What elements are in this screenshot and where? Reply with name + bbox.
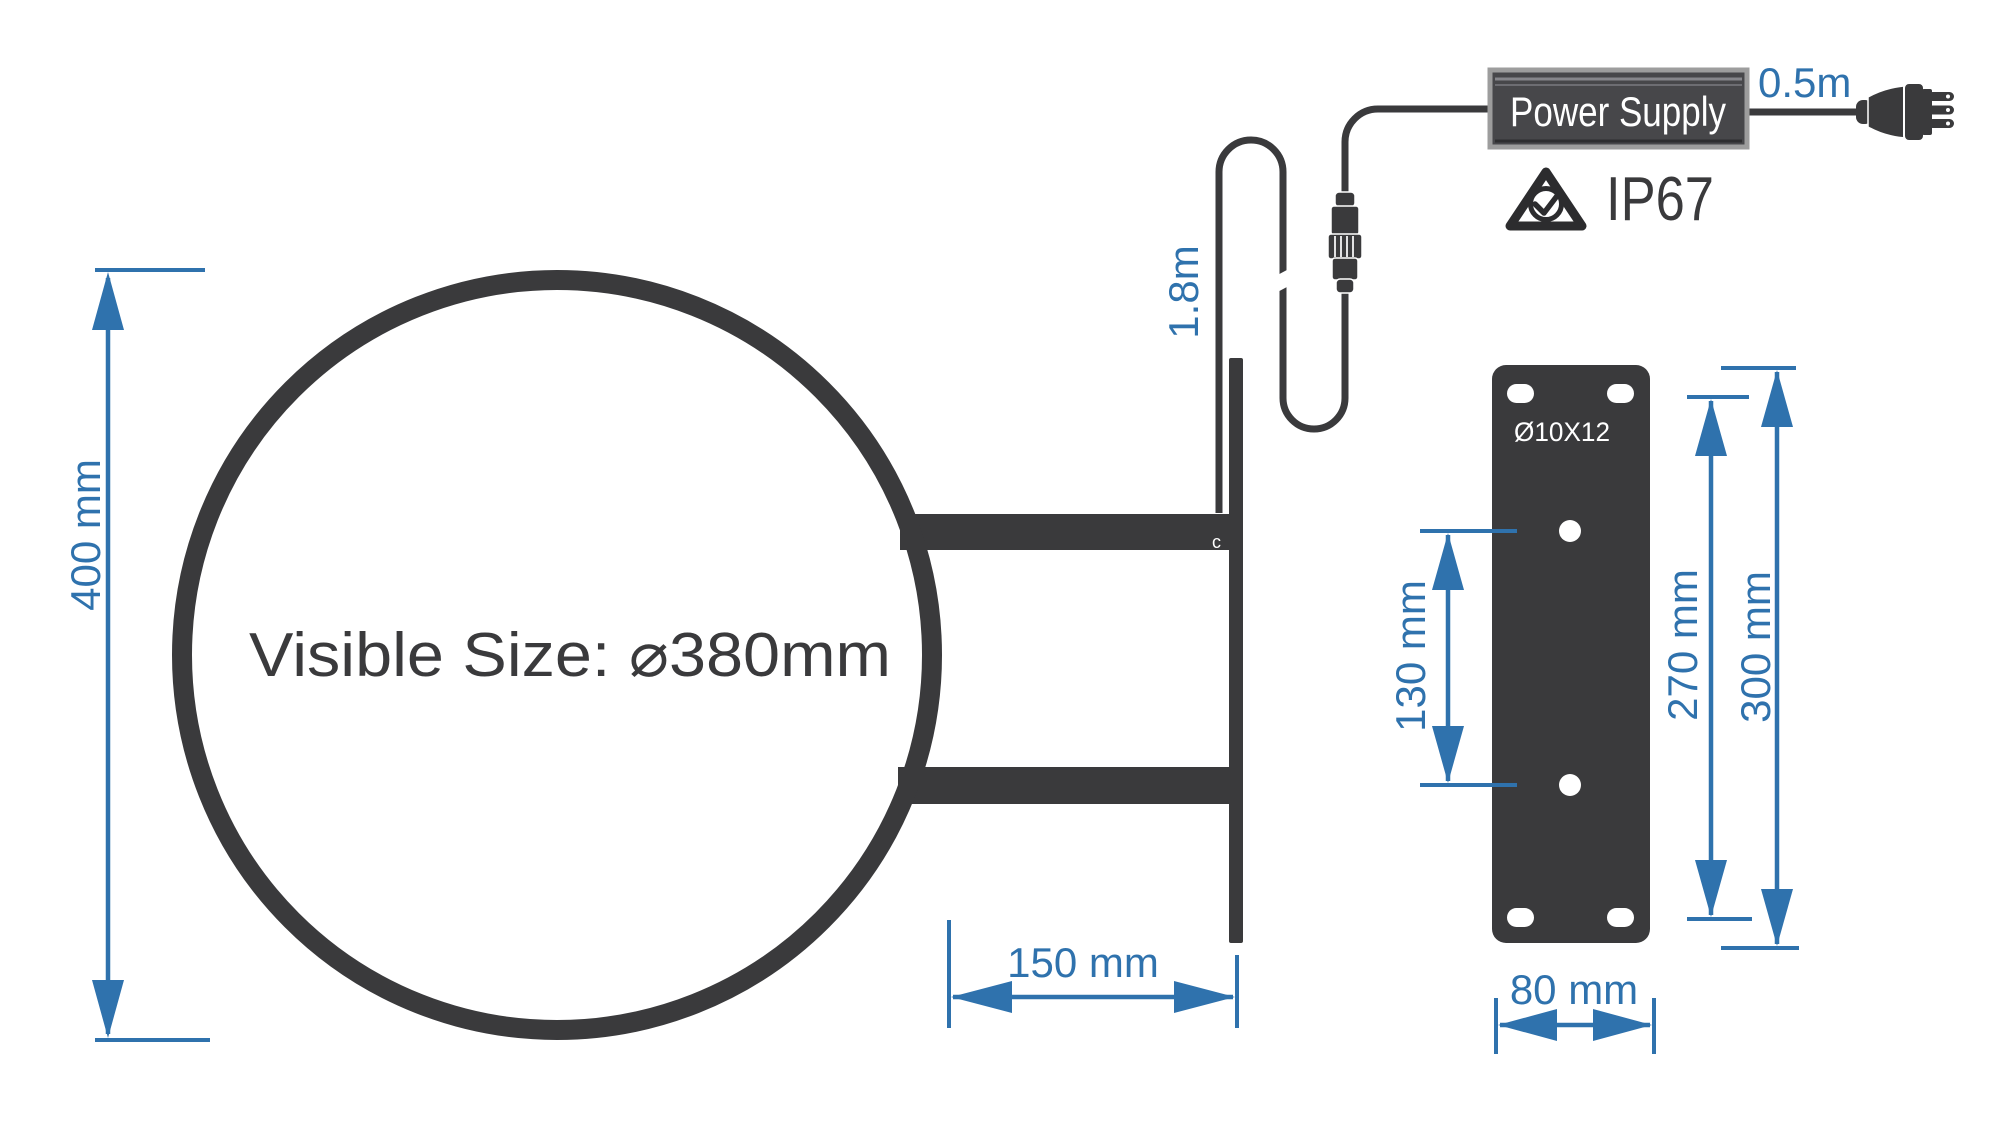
- connector-top-cap: [1334, 191, 1356, 208]
- dim-center-hole-spacing-label: 130 mm: [1387, 580, 1434, 732]
- psu-cord-length-label: 0.5m: [1758, 59, 1851, 106]
- sign-circle-outline: [172, 270, 942, 1040]
- sign-front-view: Visible Size: ⌀380mm c: [172, 270, 1243, 1040]
- connector-lower-barrel: [1331, 257, 1359, 281]
- connector-knurl-band: [1327, 233, 1363, 260]
- prong-tip-dot: [1946, 121, 1950, 126]
- power-supply-unit: Power Supply 0.5m: [1487, 59, 1851, 150]
- visible-size-label: Visible Size: ⌀380mm: [249, 621, 891, 690]
- arrow-up-icon: [1432, 533, 1464, 590]
- dim-plate-width-label: 80 mm: [1510, 966, 1638, 1013]
- bracket-top-arm: [900, 514, 1243, 550]
- plate-slot-hole: [1607, 908, 1634, 927]
- dim-bolt-hole-spacing-label: 270 mm: [1659, 569, 1706, 721]
- prong-tip-dot: [1946, 94, 1950, 99]
- cable-length-label: 1.8m: [1160, 245, 1207, 338]
- plug-body: [1867, 85, 1908, 139]
- arrow-down-icon: [1761, 889, 1793, 946]
- cable-clip-mark: c: [1212, 532, 1221, 552]
- arrow-down-icon: [1695, 860, 1727, 917]
- dim-height-400mm: 400 mm: [62, 268, 210, 1042]
- rcm-circle-icon: [1528, 186, 1564, 222]
- plate-center-hole: [1559, 774, 1581, 796]
- plug-prong: [1928, 105, 1954, 115]
- power-cable: 1.8m: [1160, 105, 1862, 513]
- connector-bottom-cap: [1335, 278, 1355, 294]
- plate-slot-hole: [1507, 908, 1534, 927]
- mounting-plate: Ø10X12: [1492, 365, 1650, 943]
- arrow-down-icon: [1432, 726, 1464, 783]
- dim-bracket-150mm: 150 mm: [947, 920, 1239, 1028]
- dim-bracket-depth-label: 150 mm: [1007, 939, 1159, 986]
- bracket-bottom-arm: [898, 767, 1243, 804]
- ip-rating-label: IP67: [1606, 165, 1714, 234]
- power-plug-icon: [1856, 82, 1954, 142]
- cable-path: [1215, 105, 1490, 513]
- arrow-up-icon: [92, 272, 124, 330]
- rcm-triangle-icon: [1505, 167, 1587, 231]
- arrow-up-icon: [1695, 399, 1727, 456]
- dim-plate-height-label: 300 mm: [1732, 571, 1779, 723]
- plate-center-hole: [1559, 520, 1581, 542]
- plate-slot-hole: [1607, 384, 1634, 403]
- dim-height-label: 400 mm: [62, 459, 109, 611]
- rcm-check-icon: [1532, 189, 1563, 216]
- prong-tip-dot: [1946, 108, 1950, 112]
- arrow-up-icon: [1761, 370, 1793, 427]
- cable-break-icon: [1256, 261, 1310, 300]
- dim-plate-130mm: 130 mm: [1387, 529, 1517, 787]
- rcm-certification: IP67: [1505, 165, 1714, 234]
- bracket-pole: [1229, 358, 1243, 943]
- arrow-down-icon: [92, 980, 124, 1038]
- plug-collar: [1903, 82, 1925, 142]
- plate-hole-spec-label: Ø10X12: [1514, 417, 1610, 447]
- arrow-right-icon: [1174, 981, 1235, 1013]
- arrow-right-icon: [1593, 1009, 1652, 1041]
- waterproof-connector-icon: [1327, 191, 1363, 294]
- dim-plate-270mm: 270 mm: [1659, 395, 1752, 921]
- psu-box: [1487, 67, 1750, 150]
- arrow-left-icon: [1498, 1009, 1557, 1041]
- plug-prong: [1928, 92, 1954, 101]
- plate-body: [1492, 365, 1650, 943]
- dim-plate-300mm: 300 mm: [1721, 366, 1799, 950]
- plug-prong: [1928, 119, 1954, 128]
- psu-label: Power Supply: [1510, 88, 1726, 135]
- connector-upper-barrel: [1330, 205, 1360, 236]
- arrow-left-icon: [951, 981, 1012, 1013]
- plate-slot-hole: [1507, 384, 1534, 403]
- dim-plate-80mm: 80 mm: [1494, 966, 1656, 1054]
